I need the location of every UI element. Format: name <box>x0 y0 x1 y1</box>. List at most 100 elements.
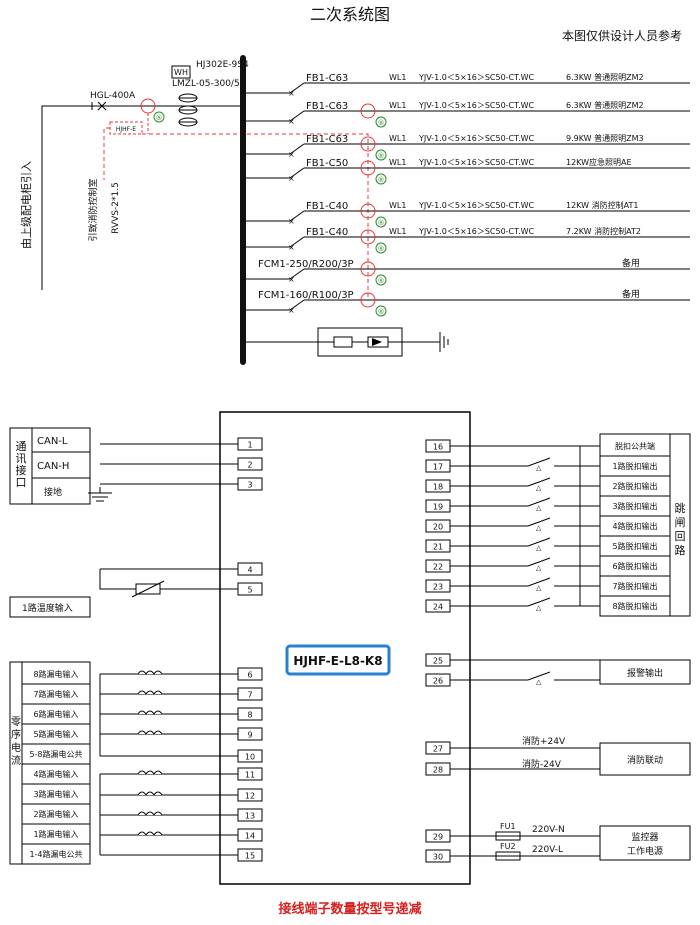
temperature-sensor-mark: ® <box>378 152 385 160</box>
branch-load: 7.2KW 消防控制AT2 <box>566 226 641 236</box>
trip-group-box <box>669 433 691 617</box>
trip-relay-contact <box>527 577 551 587</box>
trip-relay-contact <box>527 477 551 487</box>
leak-row-label: 7路漏电输入 <box>33 689 78 699</box>
ground-symbol-bottom <box>88 487 112 502</box>
terminal-22: 22 <box>425 559 451 573</box>
terminal-17: 17 <box>425 459 451 473</box>
main-temperature-sensor-mark: ® <box>156 114 163 122</box>
trip-row-label: 3路脱扣输出 <box>612 501 657 511</box>
temperature-sensor-mark: ® <box>378 176 385 184</box>
branch-cable: YJV-1.0＜5×16＞SC50-CT.WC <box>418 158 535 167</box>
trip-contact-mark: △ <box>536 584 542 592</box>
spare-load: 备用 <box>622 257 640 269</box>
breaker-trip-mark: × <box>288 150 295 159</box>
breaker-trip-mark: × <box>288 275 295 284</box>
leakage-sensor <box>360 292 376 308</box>
monitor-power-box <box>599 825 691 861</box>
temperature-sensor-mark: ® <box>378 245 385 253</box>
energy-meter-box-text: WH <box>174 68 188 77</box>
branch-load: 12KW应急照明AE <box>566 157 632 167</box>
terminal-12: 12 <box>237 788 263 802</box>
terminal-number: 1 <box>247 441 252 450</box>
leak-rows: 8路漏电输入7路漏电输入6路漏电输入5路漏电输入5-8路漏电公共4路漏电输入3路… <box>22 669 238 859</box>
spare-load: 备用 <box>622 288 640 300</box>
ct-label: LMZL-05-300/5 <box>172 79 240 89</box>
terminal-number: 11 <box>245 771 255 780</box>
terminal-number: 12 <box>245 792 255 801</box>
branch-breaker: FB1-C40 <box>306 227 348 238</box>
comm-group-text: 通讯接口 <box>16 440 27 489</box>
leak-row-label: 5路漏电输入 <box>33 729 78 739</box>
trip-row-label: 1路脱扣输出 <box>612 461 657 471</box>
terminal-2: 2 <box>237 457 263 471</box>
breaker-trip-mark: × <box>288 217 295 226</box>
terminal-number: 17 <box>433 463 443 472</box>
reference-note: 本图仅供设计人员参考 <box>562 28 682 43</box>
device-model-label: HJHF-E-L8-K8 <box>293 654 382 668</box>
temp-input-box <box>9 596 91 618</box>
trip-contact-mark: △ <box>536 504 542 512</box>
page-title: 二次系统图 <box>310 5 390 24</box>
terminal-number: 13 <box>245 812 255 821</box>
main-switch-symbol <box>91 101 107 111</box>
branch-line: WL1 <box>389 73 406 82</box>
terminal-23: 23 <box>425 579 451 593</box>
temperature-sensor <box>375 242 387 254</box>
terminal-24: 24 <box>425 599 451 613</box>
incoming-feeder-line <box>41 105 240 290</box>
branch-breaker: FB1-C63 <box>306 134 348 145</box>
terminal-number: 3 <box>247 481 252 490</box>
comm-group-label: 通讯接口 <box>16 440 27 489</box>
ct-symbols <box>178 93 198 127</box>
temperature-sensor <box>375 274 387 286</box>
terminal-number: 27 <box>433 745 443 754</box>
temperature-sensor <box>375 305 387 317</box>
alarm-wires: △ <box>450 659 600 857</box>
leak-ct-coil <box>137 690 163 695</box>
leak-row-label: 2路漏电输入 <box>33 809 78 819</box>
terminal-number: 21 <box>433 543 443 552</box>
footer-note: 接线端子数量按型号递减 <box>278 901 421 917</box>
breaker-trip-mark: × <box>288 243 295 252</box>
trip-relay-contact <box>527 537 551 547</box>
trip-contact-mark: △ <box>536 544 542 552</box>
fire-control-cable-label: 引致消防控制室 <box>87 178 99 241</box>
power-l-label: 220V-L <box>532 845 563 855</box>
controller-body <box>219 411 471 885</box>
terminal-28: 28 <box>425 762 451 776</box>
terminal-number: 16 <box>433 443 443 452</box>
trip-contact-mark: △ <box>536 564 542 572</box>
branch-breaker: FB1-C40 <box>306 201 348 212</box>
spare-breaker: FCM1-160/R100/3P <box>258 290 354 301</box>
terminal-26: 26 <box>425 673 451 687</box>
terminal-number: 8 <box>247 711 252 720</box>
leak-table <box>21 661 91 865</box>
branch-cable: YJV-1.0＜5×16＞SC50-CT.WC <box>418 73 535 82</box>
branch-line: WL1 <box>389 101 406 110</box>
branch-load: 12KW 消防控制AT1 <box>566 200 638 210</box>
terminal-30: 30 <box>425 849 451 863</box>
comm-row-ground: 接地 <box>44 486 62 498</box>
temperature-sensor <box>375 173 387 185</box>
comm-table <box>31 427 91 505</box>
energy-meter-label: HJ302E-9S4 <box>196 60 249 70</box>
leak-row-label: 3路漏电输入 <box>33 789 78 799</box>
leak-ct-coil <box>137 710 163 715</box>
leakage-sensor <box>360 103 376 119</box>
breaker-trip-mark: × <box>288 117 295 126</box>
breaker-trip-mark: × <box>288 89 295 98</box>
trip-row-label: 7路脱扣输出 <box>612 581 657 591</box>
leak-row-label: 5-8路漏电公共 <box>29 749 82 759</box>
incoming-label: 由上级配电柜引入 <box>19 161 33 249</box>
terminal-29: 29 <box>425 829 451 843</box>
fire-link-box <box>599 742 691 776</box>
branch-breaker: FB1-C50 <box>306 158 348 169</box>
terminal-5: 5 <box>237 582 263 596</box>
